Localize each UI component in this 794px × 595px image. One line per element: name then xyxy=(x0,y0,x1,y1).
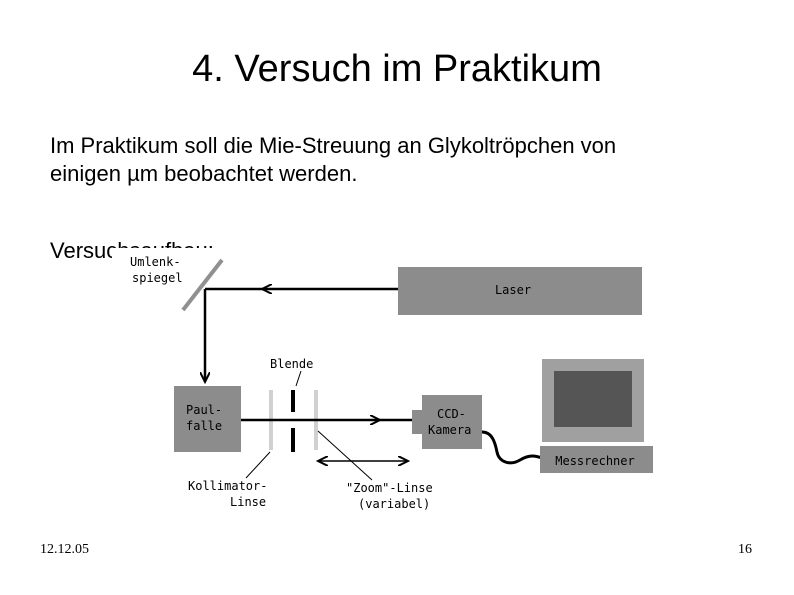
intro-line-2: einigen µm beobachtet werden. xyxy=(50,161,358,186)
camera-cable xyxy=(481,430,543,465)
trap-label-2: falle xyxy=(186,419,222,433)
ccd-camera-box xyxy=(422,395,482,449)
paul-trap-box xyxy=(174,386,241,452)
camera-label-1: CCD- xyxy=(437,407,466,421)
mirror-label-2: spiegel xyxy=(132,271,183,285)
mirror-label-1: Umlenk- xyxy=(130,255,181,269)
trap-label-1: Paul- xyxy=(186,403,222,417)
collimator-pointer xyxy=(245,451,271,479)
computer-base xyxy=(540,446,653,473)
intro-text: Im Praktikum soll die Mie-Streuung an Gl… xyxy=(50,132,750,188)
slide-page-number: 16 xyxy=(738,542,752,557)
camera-label-2: Kamera xyxy=(428,423,471,437)
monitor-screen xyxy=(554,371,632,427)
laser-label: Laser xyxy=(495,283,531,297)
laser-box xyxy=(398,267,642,315)
zoom-label-2: (variabel) xyxy=(358,497,430,511)
zoom-label-1: "Zoom"-Linse xyxy=(346,481,433,495)
zoom-pointer xyxy=(317,430,373,481)
slide-date: 12.12.05 xyxy=(40,542,89,557)
mirror xyxy=(181,258,224,312)
collimator-label-2: Linse xyxy=(230,495,266,509)
aperture-pointer xyxy=(295,370,302,387)
computer-label: Messrechner xyxy=(555,454,634,468)
aperture-label: Blende xyxy=(270,357,313,371)
slide-title: 4. Versuch im Praktikum xyxy=(192,48,602,90)
intro-line-1: Im Praktikum soll die Mie-Streuung an Gl… xyxy=(50,133,617,158)
collimator-label-1: Kollimator- xyxy=(188,479,267,493)
